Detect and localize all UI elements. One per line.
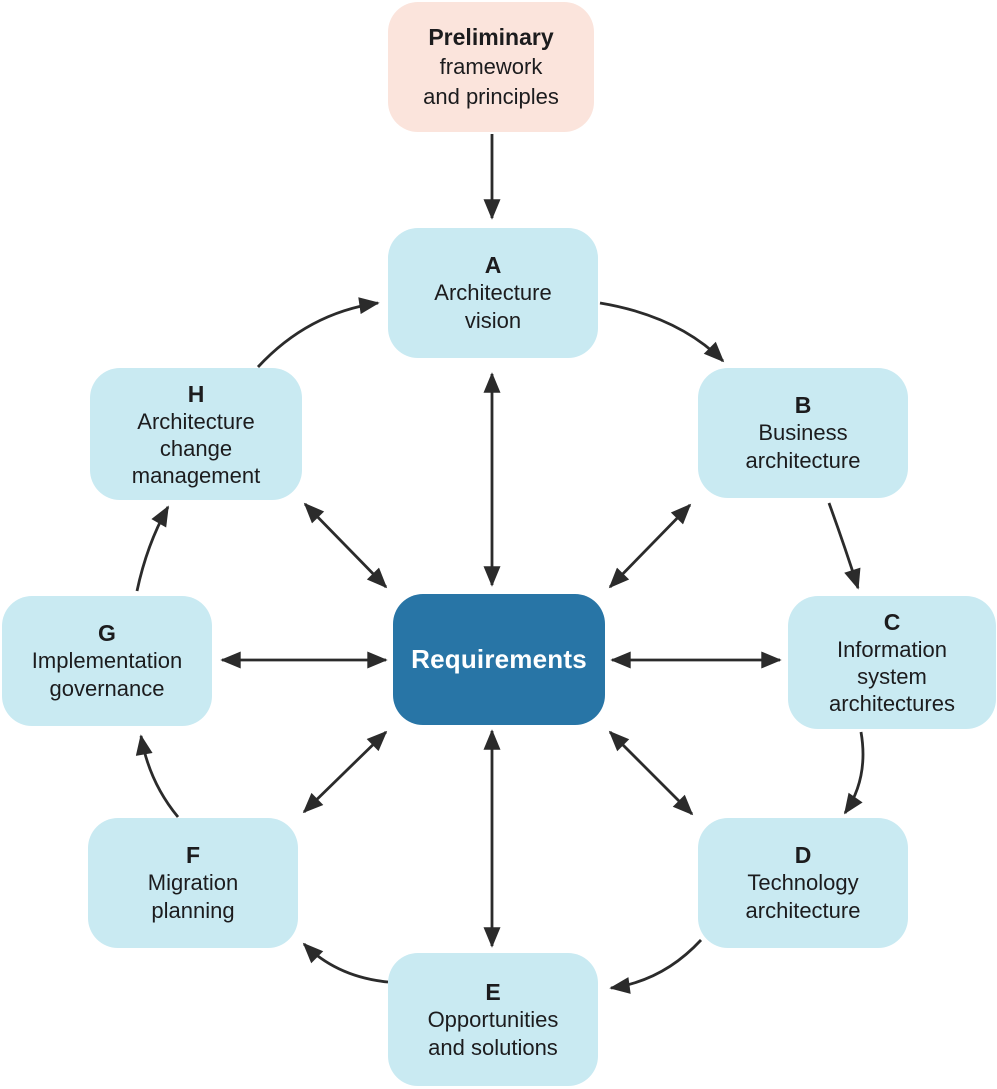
phase-box-d: D Technology architecture	[698, 818, 908, 948]
arc-d-to-e	[609, 939, 703, 994]
phase-box-c: C Information system architectures	[788, 596, 996, 729]
phase-label-c: Information system architectures	[829, 637, 955, 716]
spoke-requirements-b	[608, 503, 692, 589]
phase-box-g: G Implementation governance	[2, 596, 212, 726]
arc-g-to-h	[135, 505, 170, 592]
phase-box-f: F Migration planning	[88, 818, 298, 948]
phase-label-d: Technology architecture	[745, 870, 861, 923]
phase-letter-d: D	[794, 842, 812, 868]
phase-letter-f: F	[185, 842, 201, 868]
phase-letter-h: H	[187, 380, 205, 407]
arc-b-to-c	[827, 502, 861, 590]
arc-e-to-f	[302, 942, 389, 984]
phase-box-h: H Architecture change management	[90, 368, 302, 500]
phase-box-b: B Business architecture	[698, 368, 908, 498]
arc-h-to-a	[256, 297, 380, 368]
phase-letter-g: G	[98, 620, 116, 646]
phase-label-e: Opportunities and solutions	[427, 1006, 559, 1060]
arc-a-to-b	[599, 301, 725, 363]
preliminary-box: Preliminary framework and principles	[388, 2, 594, 132]
preliminary-subtitle: framework and principles	[423, 54, 559, 109]
arc-f-to-g	[135, 734, 180, 818]
phase-label-g: Implementation governance	[31, 648, 183, 701]
spoke-requirements-h	[303, 502, 388, 589]
phase-box-a: A Architecture vision	[388, 228, 598, 358]
spoke-requirements-f	[302, 730, 388, 814]
requirements-box: Requirements	[393, 594, 605, 725]
phase-letter-b: B	[794, 392, 812, 418]
arc-c-to-d	[843, 731, 865, 815]
phase-letter-e: E	[485, 978, 501, 1005]
phase-box-e: E Opportunities and solutions	[388, 953, 598, 1086]
preliminary-title: Preliminary	[428, 24, 554, 50]
spoke-requirements-d	[608, 730, 694, 816]
phase-label-b: Business architecture	[745, 420, 861, 473]
phase-label-f: Migration planning	[147, 870, 239, 923]
phase-letter-a: A	[484, 252, 502, 278]
requirements-label: Requirements	[411, 644, 587, 674]
phase-label-a: Architecture vision	[434, 280, 552, 333]
phase-label-h: Architecture change management	[131, 408, 261, 488]
phase-letter-c: C	[883, 609, 901, 635]
